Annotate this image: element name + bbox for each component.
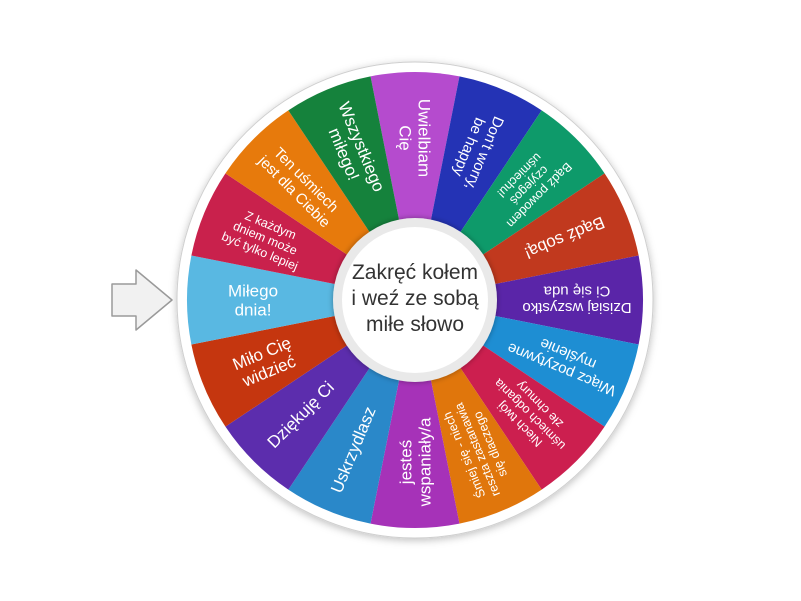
segment-label: UwielbiamCię <box>396 99 434 177</box>
segment-label: Dzisiaj wszystkoCi się uda <box>522 282 631 316</box>
segment-label-line: Cię <box>396 125 415 151</box>
arrow-right-icon <box>111 269 173 331</box>
segment-label-line: dnia! <box>235 300 272 319</box>
segment-label-line: Uwielbiam <box>415 99 434 177</box>
wheel-segment[interactable] <box>415 255 644 345</box>
segment-label-line: wspaniały/a <box>415 417 434 507</box>
wheel-segment[interactable] <box>186 255 415 345</box>
segment-label-line: Miłego <box>228 281 278 300</box>
center-text-line-2: i weź ze sobą <box>351 287 479 310</box>
segment-label: Śmiej się - niechreszta zastanawiasię dl… <box>438 395 516 504</box>
segment-label-line: Dzisiaj wszystko <box>522 299 631 316</box>
center-text-line-3: miłe słowo <box>366 313 464 336</box>
segment-label-line: jesteś <box>396 440 415 485</box>
wheel-segment[interactable] <box>370 71 460 300</box>
segment-label-line: Ci się uda <box>543 282 610 299</box>
center-hub[interactable] <box>342 227 488 373</box>
wheel-segment[interactable] <box>370 300 460 529</box>
center-text-line-1: Zakręć kołem <box>352 261 478 284</box>
segment-label: jesteśwspaniały/a <box>396 417 434 507</box>
